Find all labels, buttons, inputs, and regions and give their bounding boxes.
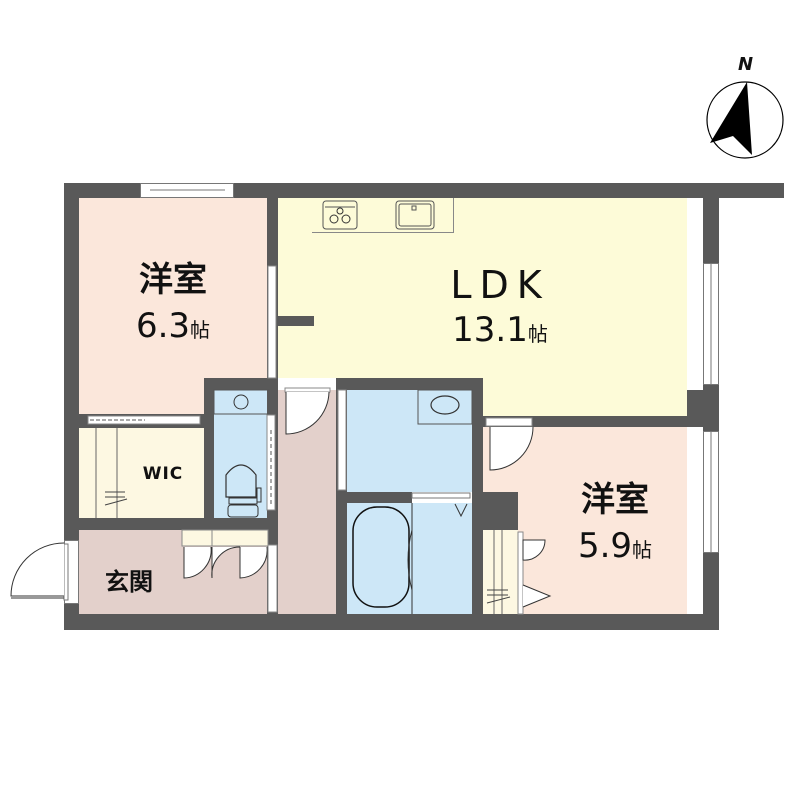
wall-closet2-block [483,492,518,530]
bedroom-1-size-unit: 帖 [190,318,211,342]
compass-north-label: N [738,54,754,75]
wall-toilet-box [204,378,214,528]
ldk-size: 13.1帖 [430,312,570,352]
stove-icon [322,200,358,230]
washbasin-icon [417,389,473,425]
wall-ldk-notch [687,390,703,427]
wic-name: WIC [142,464,184,484]
bedroom-1-size-value: 6.3 [135,306,191,346]
wall-toilet-top [204,378,278,390]
entrance-door [10,542,69,601]
wall-ldk-kitchen-stub [278,316,314,326]
wall-bed1-ldk [267,198,278,614]
bedroom-2-size: 5.9帖 [560,528,670,568]
washroom-floor [347,390,472,492]
ldk-floor-lower [483,378,687,416]
wall-ldk-bed2 [483,416,703,427]
outer-wall-left [64,183,79,630]
outer-wall-bottom [64,614,716,630]
bedroom-2-name: 洋室 [581,480,649,520]
outer-wall-top [64,183,784,198]
closet-2-floor [483,530,518,614]
wall-bath-top [336,378,483,390]
bathtub-icon [352,503,413,614]
north-arrow-icon [706,81,784,159]
door-ldk-bed2 [485,417,534,471]
ldk-name: LDK [450,263,550,307]
ldk-size-value: 13.1 [452,310,528,350]
bedroom-1-name: 洋室 [139,260,207,300]
bedroom-2-size-value: 5.9 [577,526,633,566]
entrance-name: 玄関 [105,568,153,596]
sink-icon [395,200,435,230]
door-hall-ldk [284,387,331,435]
bedroom-1-size: 6.3帖 [118,308,228,348]
ldk-size-unit: 帖 [527,322,548,346]
bedroom-2-size-unit: 帖 [632,538,653,562]
wall-wash-bath [347,492,412,503]
wic-floor [79,428,205,518]
shoe-cabinet [181,529,269,579]
toilet-icon [213,389,270,518]
wall-hall-bath [336,378,347,614]
wall-bath-bed2 [472,378,483,614]
wall-wic-entrance [79,518,278,530]
